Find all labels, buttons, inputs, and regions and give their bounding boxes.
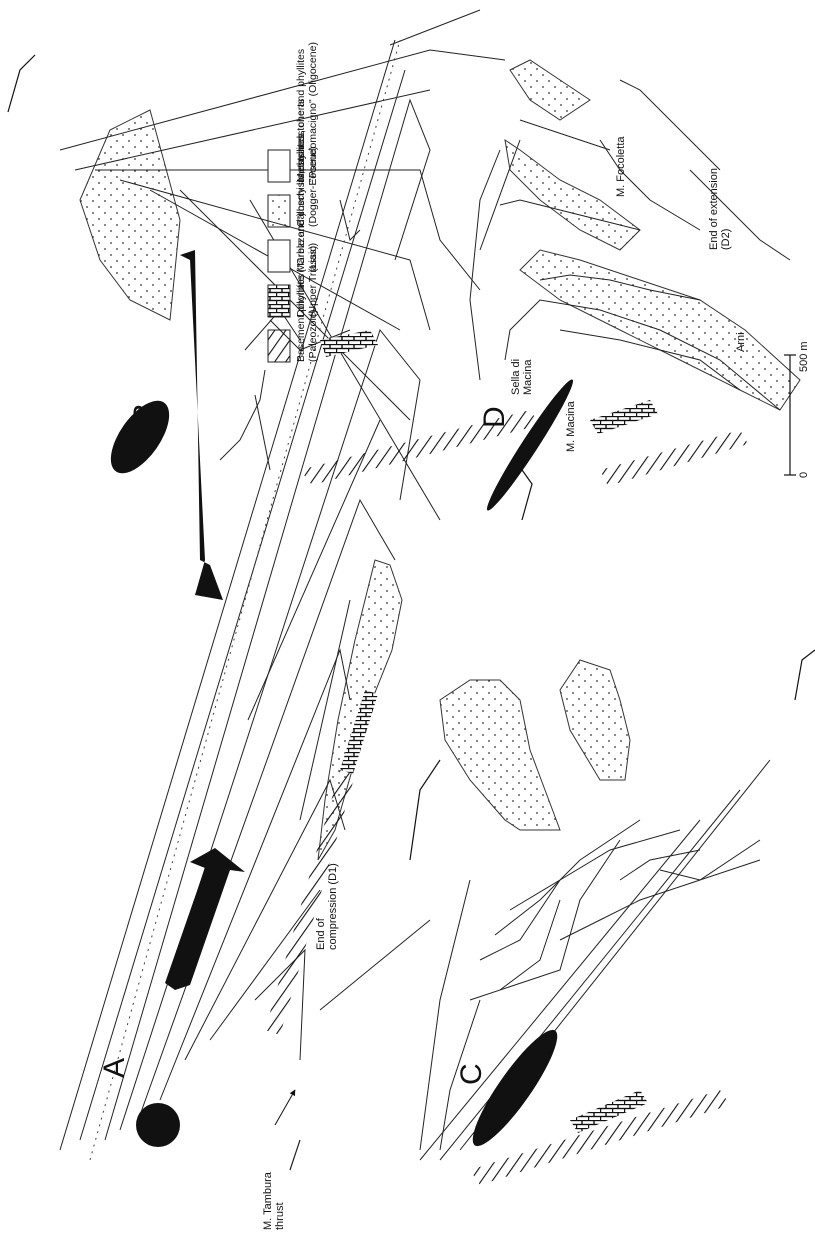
panel-d-dolomite-band xyxy=(590,400,658,434)
panel-b-dolomite-band xyxy=(320,330,378,357)
panel-c-dots-unit xyxy=(440,680,560,830)
arni-label: Arni xyxy=(735,332,747,352)
panel-a-caption-line2: compression (D1) xyxy=(327,863,339,950)
panel-c-section xyxy=(420,660,770,1185)
legend-symbols xyxy=(268,150,290,362)
legend-symbol-1 xyxy=(268,195,290,227)
m-macina-label: M. Macina xyxy=(565,401,577,452)
panel-a-caption-line1: End of xyxy=(315,863,327,950)
sella-label-line2: Macina xyxy=(522,359,534,395)
panel-d-basement-band xyxy=(600,430,748,486)
sella-di-macina-label: Sella di Macina xyxy=(510,359,534,395)
thrust-label: M. Tambura thrust xyxy=(262,1172,286,1230)
panel-c-letter: C xyxy=(455,1063,489,1085)
panel-d-caption: End of extension (D2) xyxy=(708,168,732,250)
panel-a-caption: End of compression (D1) xyxy=(315,863,339,950)
panel-d-caption-line1: End of extension xyxy=(708,168,720,250)
panel-b-letter: B xyxy=(128,403,162,423)
legend-symbol-0 xyxy=(268,150,290,182)
scale-bar-start-label: 0 xyxy=(798,472,810,478)
sella-label-line1: Sella di xyxy=(510,359,522,395)
panel-d-letter: D xyxy=(478,406,512,428)
panel-b-dots-unit xyxy=(80,110,180,320)
legend-item-4-line2: (Paleozoic) xyxy=(307,274,319,362)
panel-a-letter: A xyxy=(98,1058,132,1078)
panel-c-dots-unit-2 xyxy=(560,660,630,780)
legend-symbol-2 xyxy=(268,240,290,272)
panel-b-shear-arrow-top xyxy=(8,55,35,112)
panel-d-caption-line2: (D2) xyxy=(720,168,732,250)
legend-symbol-3 xyxy=(268,285,290,317)
scale-bar-end-label: 500 m xyxy=(798,341,810,372)
thrust-label-line1: M. Tambura xyxy=(262,1172,274,1230)
panel-a-basement-band xyxy=(265,770,355,1035)
legend-symbol-4 xyxy=(268,330,290,362)
thrust-pointer-arrow xyxy=(275,1090,295,1125)
thrust-label-line2: thrust xyxy=(274,1172,286,1230)
panel-c-shear-arrow-bottom xyxy=(795,650,815,700)
panel-a-strain-ellipse xyxy=(136,1103,180,1147)
panel-a-arrow-left xyxy=(165,848,245,990)
panel-c-strain-ellipse xyxy=(462,1021,569,1154)
legend-item-4-line1: Basement phyllites xyxy=(295,274,307,362)
legend-item-4: Basement phyllites (Paleozoic) xyxy=(295,274,319,362)
panel-a-arrow-right xyxy=(180,250,223,600)
m-focoletta-label: M. Focoletta xyxy=(615,136,627,197)
panel-d-dots-unit-3 xyxy=(510,60,590,120)
panel-c-shear-arrow-top xyxy=(410,760,440,860)
